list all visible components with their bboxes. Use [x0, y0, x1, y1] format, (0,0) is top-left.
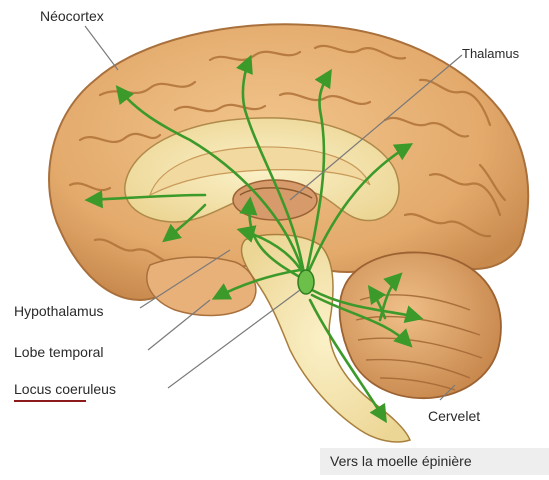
label-locus-coeruleus: Locus coeruleus [14, 381, 116, 397]
label-moelle: Vers la moelle épinière [330, 453, 472, 469]
locus-coeruleus-underline [14, 400, 86, 402]
label-neocortex: Néocortex [40, 8, 104, 24]
cerebellum-shape [340, 252, 501, 398]
label-lobe-temporal: Lobe temporal [14, 344, 104, 360]
label-hypothalamus: Hypothalamus [14, 303, 104, 319]
label-thalamus: Thalamus [462, 46, 519, 61]
locus-coeruleus-node [298, 270, 314, 294]
label-cervelet: Cervelet [428, 408, 480, 424]
